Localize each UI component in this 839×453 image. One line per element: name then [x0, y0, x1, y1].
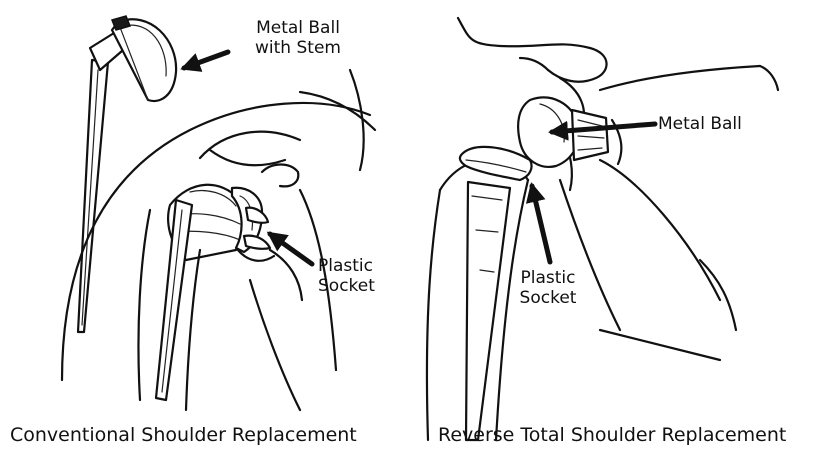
arrow-to-plastic-socket-right	[532, 186, 550, 262]
label-metal-ball-with-stem-line2: with Stem	[238, 38, 358, 58]
label-metal-ball-with-stem: Metal Ball with Stem	[238, 18, 358, 58]
label-plastic-socket-right: Plastic Socket	[508, 268, 588, 308]
label-plastic-socket-left: Plastic Socket	[318, 256, 375, 296]
label-metal-ball-right: Metal Ball	[658, 114, 742, 134]
label-plastic-socket-left-line2: Socket	[318, 276, 375, 296]
standalone-ball-stem-implant	[78, 16, 176, 332]
label-plastic-socket-left-line1: Plastic	[318, 256, 375, 276]
arrow-to-metal-ball-stem	[184, 52, 228, 68]
caption-reverse: Reverse Total Shoulder Replacement	[438, 424, 786, 446]
implanted-humeral-component	[138, 185, 246, 410]
label-metal-ball-with-stem-line1: Metal Ball	[238, 18, 358, 38]
reverse-shoulder-illustration	[427, 18, 778, 440]
conventional-shoulder-illustration	[62, 16, 375, 410]
label-plastic-socket-right-line2: Socket	[508, 288, 588, 308]
label-plastic-socket-right-line1: Plastic	[508, 268, 588, 288]
arrow-to-plastic-socket-left	[270, 234, 312, 264]
caption-conventional: Conventional Shoulder Replacement	[10, 424, 357, 446]
